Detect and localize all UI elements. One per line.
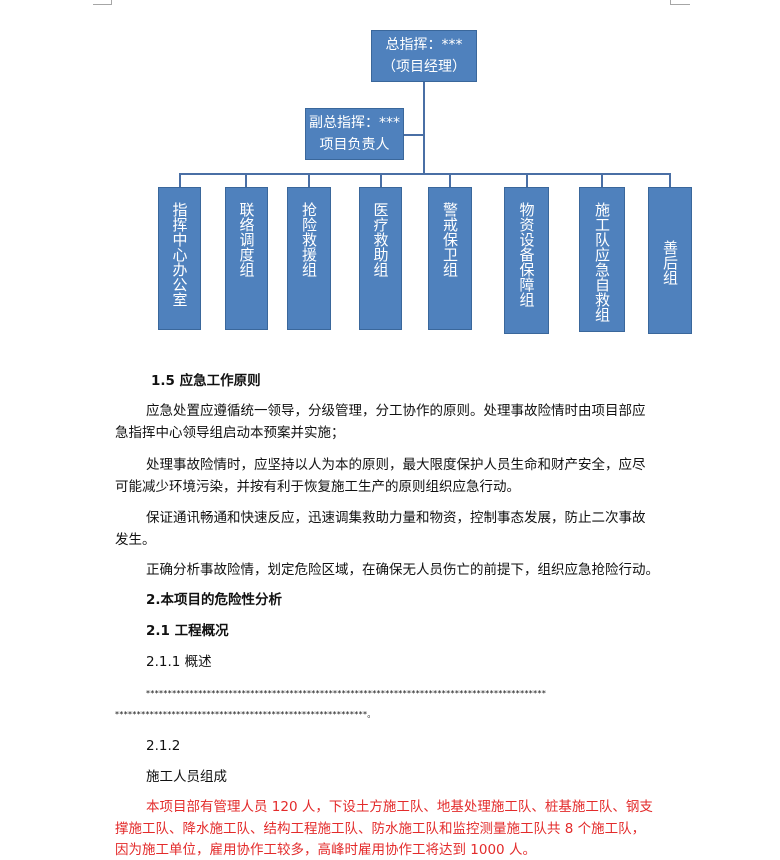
connector-g5 — [449, 173, 451, 188]
org-group-label: 施工队应急自救组 — [593, 202, 611, 322]
connector-g7 — [601, 173, 603, 188]
heading-2-1: 2.1 工程概况 — [146, 623, 229, 639]
connector-g4 — [380, 173, 382, 188]
org-group-box: 警戒保卫组 — [428, 187, 472, 330]
org-root-box: 总指挥：*** （项目经理） — [371, 30, 477, 82]
org-root-subtitle: （项目经理） — [382, 59, 466, 75]
paragraph-2-line1: 处理事故险情时，应坚持以人为本的原则，最大限度保护人员生命和财产安全，应尽 — [146, 457, 646, 473]
paragraph-1-line1: 应急处置应遵循统一领导，分级管理，分工协作的原则。处理事故险情时由项目部应 — [146, 403, 646, 419]
staff-paragraph-line3: 因为施工单位，雇用协作工较多，高峰时雇用协作工将达到 1000 人。 — [115, 842, 536, 858]
org-deputy-title: 副总指挥：*** — [309, 115, 400, 131]
staff-paragraph-line1: 本项目部有管理人员 120 人，下设土方施工队、地基处理施工队、桩基施工队、钢支 — [146, 799, 653, 815]
staff-paragraph-line2: 撑施工队、降水施工队、结构工程施工队、防水施工队和监控测量施工队共 8 个施工队… — [115, 821, 646, 837]
heading-2: 2.本项目的危险性分析 — [146, 592, 283, 608]
connector-root-down — [423, 82, 425, 174]
corner-mark-right-h — [670, 4, 690, 5]
org-group-label: 指挥中心办公室 — [170, 202, 189, 307]
heading-staff: 施工人员组成 — [146, 769, 227, 785]
corner-mark-right-v — [670, 0, 671, 4]
heading-1-5: 1.5 应急工作原则 — [151, 373, 261, 389]
org-group-label: 物资设备保障组 — [517, 202, 536, 307]
connector-g8 — [669, 173, 671, 188]
org-root-title: 总指挥：*** — [385, 37, 463, 53]
paragraph-3-line1: 保证通讯畅通和快速反应，迅速调集救助力量和物资，控制事态发展，防止二次事故 — [146, 510, 646, 526]
paragraph-2-line2: 可能减少环境污染，并按有利于恢复施工生产的原则组织应急行动。 — [115, 479, 520, 495]
org-group-box: 施工队应急自救组 — [579, 187, 625, 332]
connector-g2 — [245, 173, 247, 188]
org-group-box: 物资设备保障组 — [504, 187, 549, 334]
org-group-box: 医疗救助组 — [359, 187, 402, 330]
connector-g3 — [308, 173, 310, 188]
org-group-box: 善后组 — [648, 187, 692, 334]
connector-deputy — [403, 134, 424, 136]
org-deputy-subtitle: 项目负责人 — [319, 137, 390, 153]
paragraph-1-line2: 急指挥中心领导组启动本预案并实施； — [115, 425, 345, 441]
org-group-label: 抢险救援组 — [300, 202, 318, 277]
org-group-box: 抢险救援组 — [287, 187, 331, 330]
paragraph-4: 正确分析事故险情，划定危险区域，在确保无人员伤亡的前提下，组织应急抢险行动。 — [146, 562, 659, 578]
org-group-box: 指挥中心办公室 — [158, 187, 201, 330]
org-group-label: 善后组 — [661, 240, 679, 285]
connector-g6 — [526, 173, 528, 188]
connector-g1 — [179, 173, 181, 188]
org-group-box: 联络调度组 — [225, 187, 268, 330]
org-group-label: 警戒保卫组 — [441, 202, 459, 277]
heading-2-1-1: 2.1.1 概述 — [146, 654, 212, 670]
corner-mark-left-h — [93, 4, 112, 5]
org-deputy-box: 副总指挥：*** 项目负责人 — [305, 108, 404, 160]
connector-horizontal-bus — [179, 173, 671, 175]
corner-mark-left-v — [111, 0, 112, 4]
org-group-label: 联络调度组 — [237, 202, 256, 277]
org-group-label: 医疗救助组 — [371, 202, 390, 277]
paragraph-3-line2: 发生。 — [115, 532, 156, 548]
redacted-stars-line1: ****************************************… — [146, 689, 547, 698]
heading-2-1-2: 2.1.2 — [146, 738, 181, 754]
redacted-stars-line2: ****************************************… — [115, 710, 376, 719]
